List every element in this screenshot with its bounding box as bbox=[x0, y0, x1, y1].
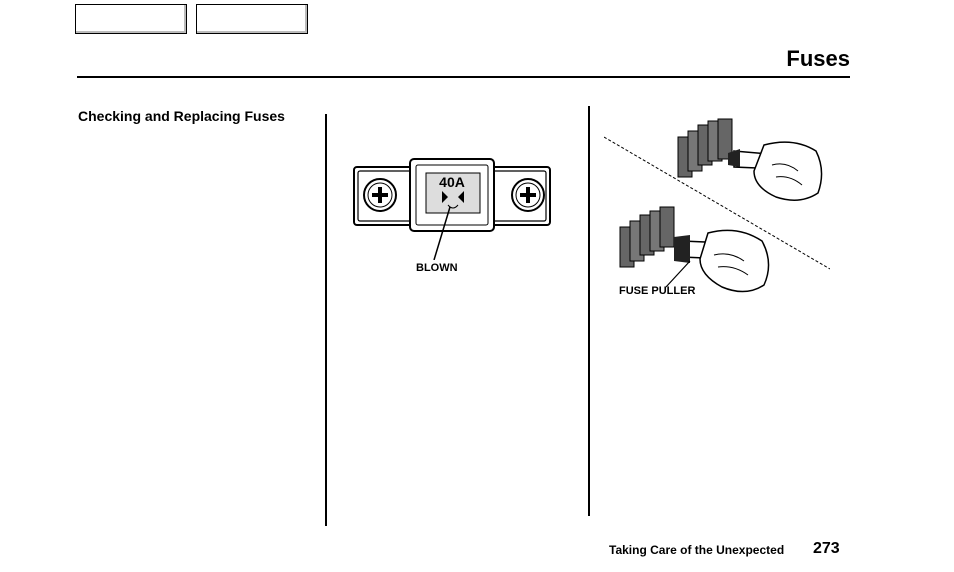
fuse-puller-label: FUSE PULLER bbox=[619, 285, 696, 297]
nav-button-1[interactable] bbox=[75, 4, 187, 34]
blown-label: BLOWN bbox=[416, 262, 458, 274]
chapter-footer: Taking Care of the Unexpected bbox=[609, 543, 785, 557]
screw-icon-right bbox=[511, 178, 545, 212]
blown-fuse-illustration: 40A bbox=[353, 158, 551, 260]
screw-icon-left bbox=[363, 178, 397, 212]
title-rule bbox=[77, 76, 850, 78]
fuse-block-upper bbox=[677, 118, 733, 178]
page-number: 273 bbox=[813, 540, 840, 557]
page-title: Fuses bbox=[786, 46, 850, 71]
fuse-block-lower bbox=[619, 206, 675, 268]
column-divider-right bbox=[588, 106, 590, 516]
fuse-rating: 40A bbox=[439, 174, 465, 190]
nav-button-2[interactable] bbox=[196, 4, 308, 34]
puller-hand-lower bbox=[674, 229, 770, 293]
fuse-puller-illustration bbox=[604, 118, 830, 293]
puller-hand-upper bbox=[728, 141, 823, 201]
section-heading: Checking and Replacing Fuses bbox=[78, 108, 285, 124]
column-divider-left bbox=[325, 114, 327, 526]
